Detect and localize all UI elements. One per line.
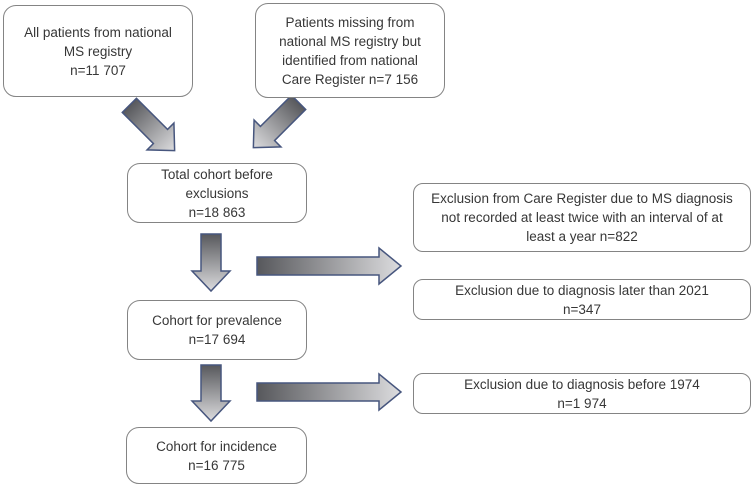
arrow-prevalence-to-incidence-icon [190, 364, 232, 423]
box-text-line: n=347 [563, 301, 601, 317]
box-text-line: not recorded at least twice with an inte… [441, 210, 723, 225]
box-cohort-prevalence: Cohort for prevalence n=17 694 [127, 300, 307, 360]
box-text-line: exclusions [185, 185, 249, 201]
box-text-line: Exclusion from Care Register due to MS d… [431, 191, 733, 206]
box-text-line: Cohort for prevalence [152, 313, 282, 328]
box-text-line: Total cohort before [161, 166, 273, 182]
box-text-line: Cohort for incidence [156, 438, 277, 454]
box-text-line: n=16 775 [188, 457, 245, 473]
box-care-register: Patients missing from national MS regist… [255, 3, 445, 98]
box-cohort-incidence: Cohort for incidence n=16 775 [126, 427, 307, 484]
box-text-line: Patients missing from [285, 14, 415, 30]
box-text-line: MS registry [63, 43, 133, 59]
arrow-registry-to-total-icon [121, 97, 176, 152]
box-text-line: Exclusion due to diagnosis later than 20… [455, 282, 709, 298]
arrow-total-to-prevalence-icon [190, 233, 232, 293]
box-ms-registry: All patients from national MS registry n… [3, 5, 193, 97]
box-text-line: national MS registry but [279, 33, 421, 49]
box-text-line: Care Register n=7 156 [281, 71, 419, 87]
arrow-total-to-exclusions-icon [256, 246, 403, 286]
box-text-line: n=17 694 [188, 332, 246, 347]
arrow-care-register-to-total-icon [252, 94, 307, 149]
box-text-line: All patients from national [24, 24, 172, 40]
box-text-line: least a year n=822 [526, 229, 638, 244]
box-exclusion-care-register: Exclusion from Care Register due to MS d… [413, 183, 751, 252]
box-text-line: n=1 974 [557, 395, 607, 411]
box-text-line: identified from national [282, 52, 418, 68]
arrow-prevalence-to-exclusion-icon [256, 372, 403, 412]
box-exclusion-later-2021: Exclusion due to diagnosis later than 20… [413, 279, 751, 320]
box-text-line: n=18 863 [188, 204, 246, 220]
box-text-line: Exclusion due to diagnosis before 1974 [464, 376, 700, 392]
box-exclusion-before-1974: Exclusion due to diagnosis before 1974 n… [413, 373, 751, 414]
box-total-cohort: Total cohort before exclusions n=18 863 [127, 163, 307, 223]
box-text-line: n=11 707 [70, 62, 126, 78]
